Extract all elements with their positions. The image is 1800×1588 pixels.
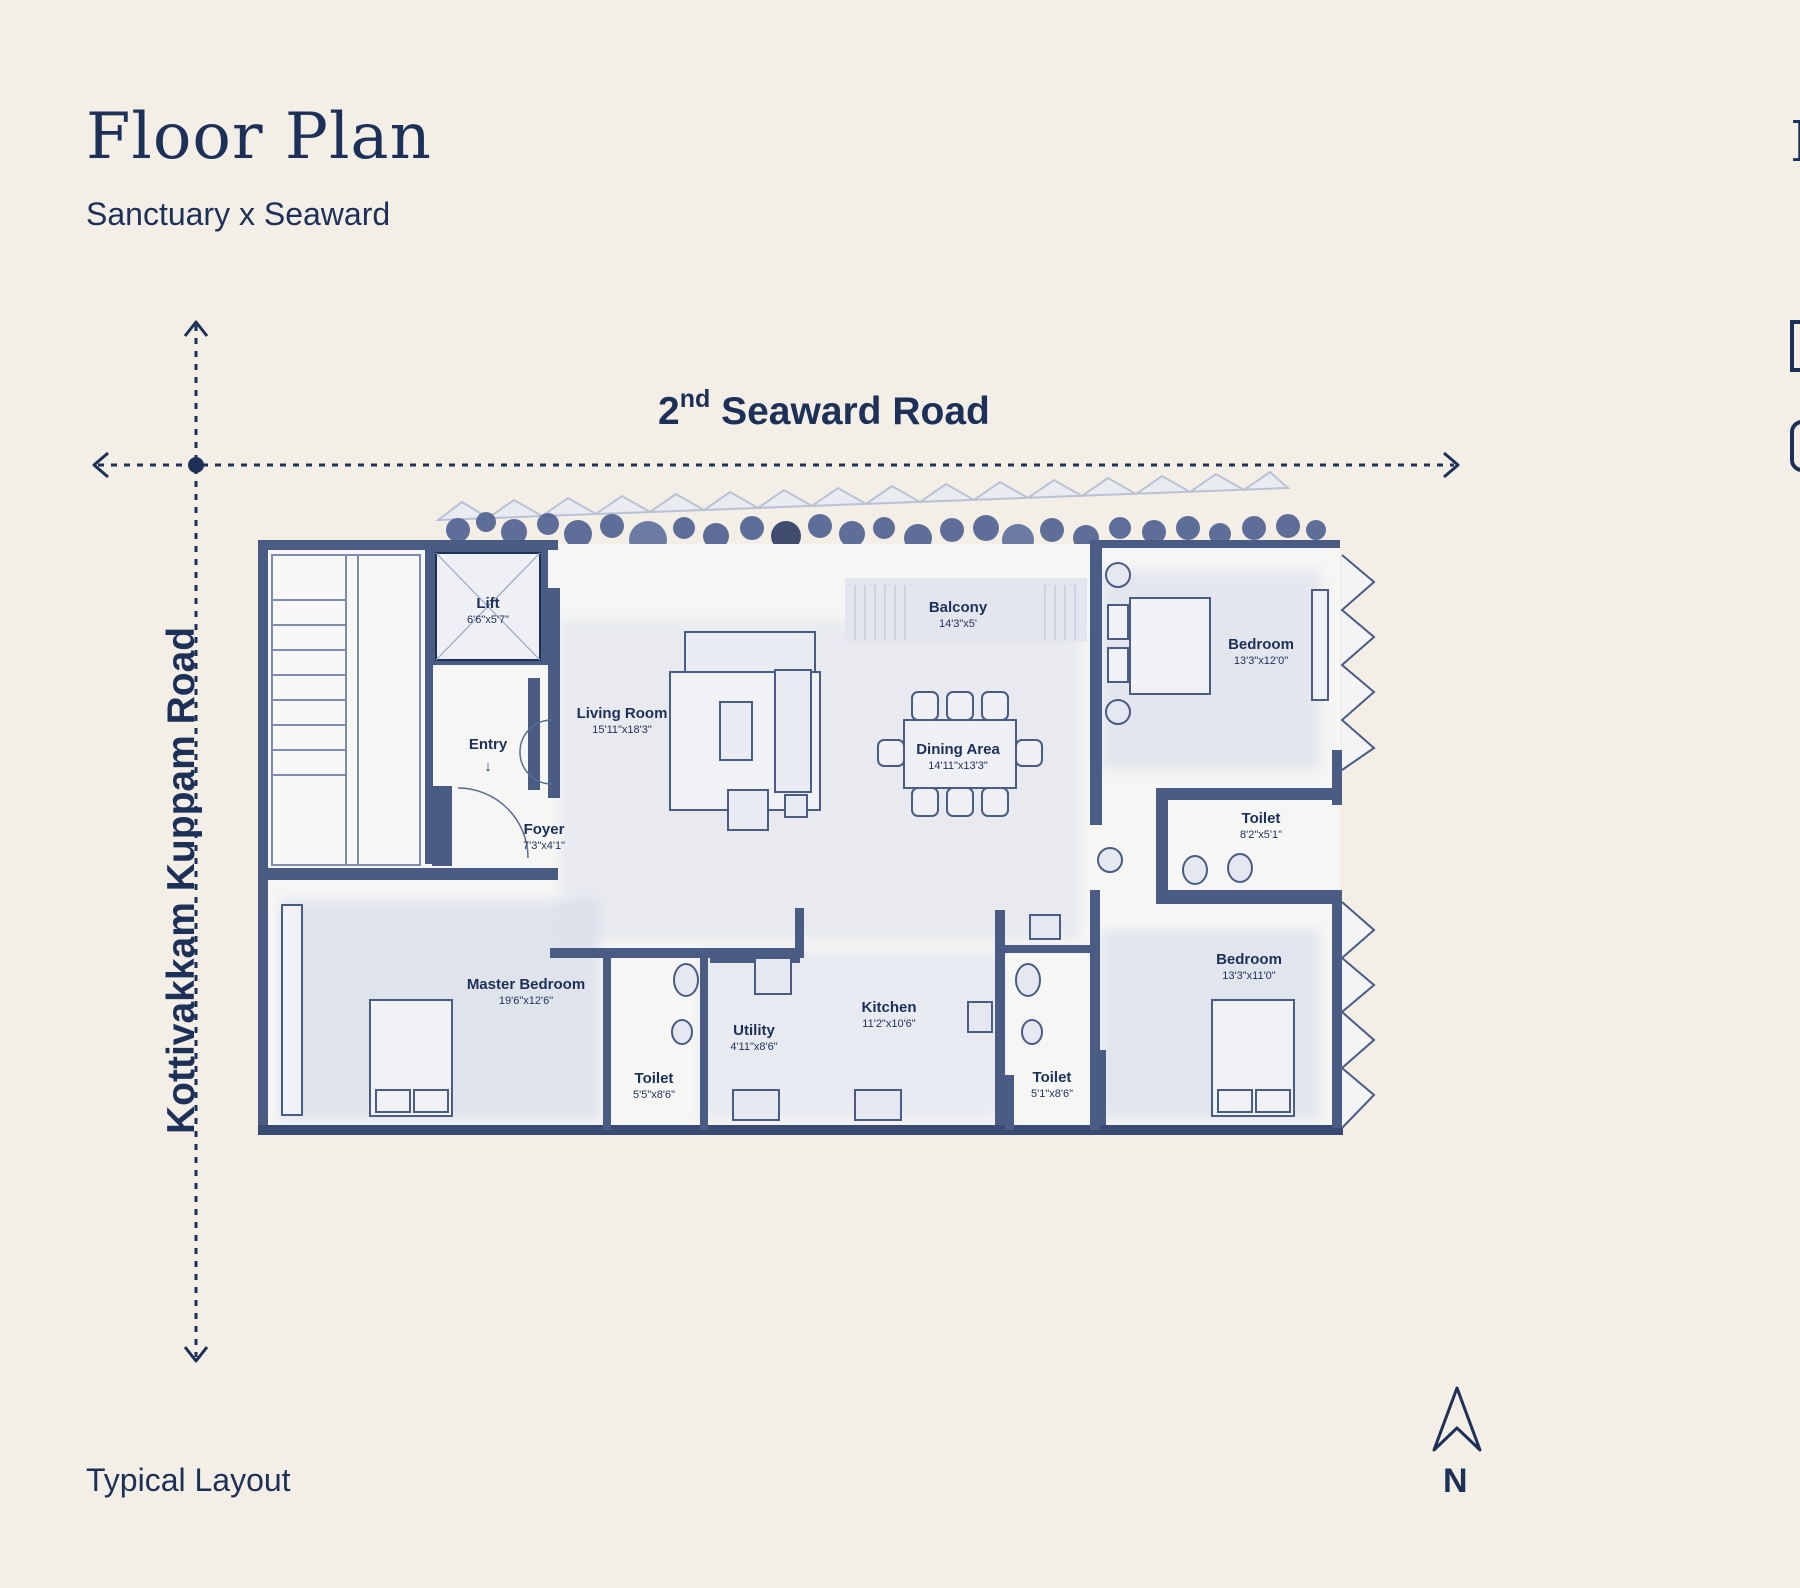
room-dim-dining: 14'11"x13'3"	[928, 760, 988, 772]
room-name-lift: Lift	[476, 595, 499, 612]
room-dim-lift: 6'6"x5'7"	[467, 614, 509, 626]
room-name-bedroom-1: Bedroom	[1228, 636, 1294, 653]
living-room-furniture	[669, 631, 821, 831]
room-name-utility: Utility	[733, 1022, 775, 1039]
cropped-heading-icon: I	[1790, 110, 1800, 175]
room-name-entry: Entry	[469, 736, 508, 753]
room-dim-master: 19'6"x12'6"	[499, 995, 553, 1007]
room-name-toilet-1: Toilet	[1242, 810, 1281, 827]
road-name: Seaward Road	[710, 390, 990, 433]
fixtures	[671, 562, 1253, 1121]
page-title: Floor Plan	[86, 100, 432, 174]
room-dim-balcony: 14'3"x5'	[939, 618, 977, 630]
room-dim-entry: ↓	[484, 758, 492, 775]
arrow-right-icon	[1443, 451, 1460, 479]
next-panel-cropped: I	[1790, 0, 1800, 1588]
arrow-down-icon	[183, 1346, 209, 1363]
dining-table	[877, 691, 1043, 817]
room-dim-living: 15'11"x18'3"	[592, 724, 652, 736]
layout-caption: Typical Layout	[86, 1462, 291, 1498]
room-name-kitchen: Kitchen	[861, 999, 916, 1016]
room-dim-toilet-1: 8'2"x5'1"	[1240, 829, 1282, 841]
room-dim-kitchen: 11'2"x10'6"	[862, 1018, 915, 1030]
north-arrow-icon	[1432, 1386, 1482, 1452]
road-label-top: 2nd Seaward Road	[658, 385, 990, 434]
room-name-master: Master Bedroom	[467, 976, 585, 993]
room-dim-bedroom-1: 13'3"x12'0"	[1234, 655, 1288, 667]
cropped-icon	[1790, 320, 1800, 372]
room-name-bedroom-2: Bedroom	[1216, 951, 1282, 968]
balcony-slats	[854, 585, 1076, 640]
staircase	[271, 554, 421, 866]
room-dim-bedroom-2: 13'3"x11'0"	[1222, 970, 1275, 982]
room-name-toilet-2: Toilet	[635, 1070, 674, 1087]
road-ordinal: nd	[679, 385, 711, 413]
arrow-left-icon	[92, 451, 109, 479]
axis-origin-dot	[188, 457, 204, 473]
north-label: N	[1443, 1462, 1468, 1500]
room-name-living: Living Room	[577, 705, 668, 722]
room-dim-toilet-2: 5'5"x8'6"	[633, 1089, 675, 1101]
lift	[435, 552, 553, 859]
beds	[281, 589, 1329, 1117]
room-name-foyer: Foyer	[524, 821, 565, 838]
road-axis-lines	[92, 320, 1460, 1363]
room-dim-foyer: 7'3"x4'1"	[523, 840, 565, 852]
room-name-balcony: Balcony	[929, 599, 988, 616]
bay-windows	[1340, 554, 1376, 1129]
room-name-toilet-3: Toilet	[1033, 1069, 1072, 1086]
arrow-up-icon	[183, 320, 209, 337]
page-subtitle: Sanctuary x Seaward	[86, 196, 391, 232]
road-number: 2	[658, 390, 680, 433]
room-dim-toilet-3: 5'1"x8'6"	[1031, 1088, 1073, 1100]
room-labels: Lift 6'6"x5'7" Entry ↓ Foyer 7'3"x4'1" L…	[467, 595, 1294, 1101]
room-name-dining: Dining Area	[916, 741, 1000, 758]
cropped-icon	[1790, 420, 1800, 472]
room-dim-utility: 4'11"x8'6"	[730, 1041, 777, 1053]
